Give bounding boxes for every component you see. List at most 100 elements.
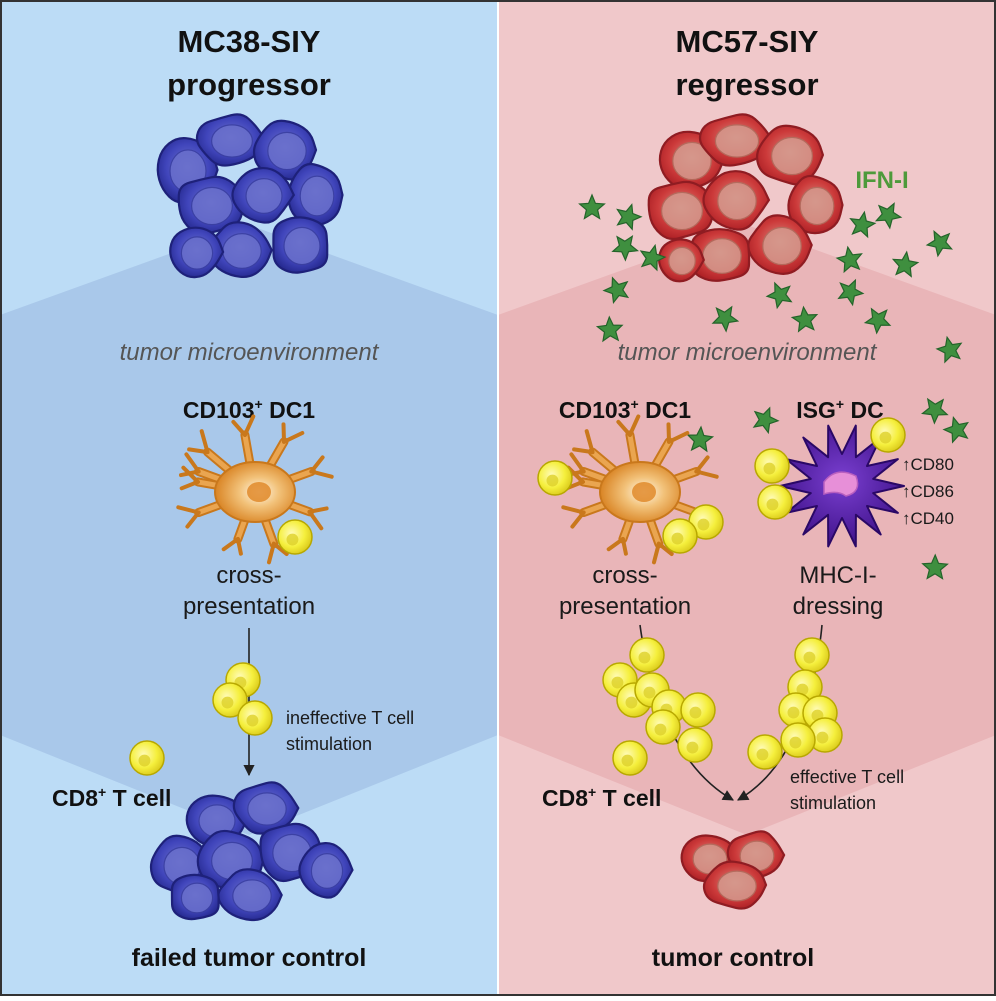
ifn-star-icon	[891, 250, 920, 278]
dc-branch	[242, 414, 256, 437]
dc-branch	[199, 429, 210, 455]
t-cell-nucleus	[766, 498, 779, 511]
cell-nucleus	[672, 141, 712, 181]
left-stim-line2: stimulation	[286, 734, 372, 754]
right-dressing-line2: dressing	[793, 593, 884, 620]
t-cell-nucleus	[787, 706, 800, 719]
dendritic-cell-right-icon	[561, 414, 719, 565]
cell-nucleus	[799, 186, 835, 226]
ifn-star-icon	[765, 281, 793, 310]
t-cell-nucleus	[697, 518, 710, 531]
left-title-line2: progressor	[167, 67, 331, 102]
t-cell-nucleus	[756, 748, 769, 761]
cell-nucleus	[668, 246, 696, 276]
dc-branch	[652, 541, 661, 565]
regressor-tumor-icon	[647, 113, 844, 283]
ifn-star-icon	[921, 553, 949, 580]
right-microenvironment-label: tumor microenvironment	[618, 339, 878, 366]
left-stim-line1: ineffective T cell	[286, 708, 414, 728]
cell-nucleus	[283, 226, 321, 266]
right-process-line2: presentation	[559, 593, 691, 620]
dc-branch	[694, 455, 710, 474]
dc-branch	[606, 537, 625, 552]
dc-branch	[584, 429, 595, 455]
dc-branch	[570, 510, 586, 529]
cell-nucleus	[267, 131, 307, 171]
dc-branch	[185, 510, 201, 529]
t-cell-nucleus	[621, 754, 634, 767]
dc-branch	[309, 455, 325, 474]
ifn-star-icon	[595, 315, 624, 343]
right-title-line1: MC57-SIY	[676, 24, 819, 59]
cell-nucleus	[762, 226, 802, 266]
dc-branch	[694, 469, 719, 479]
right-dressing-line1: MHC-I-	[799, 562, 876, 589]
dc-nucleus	[632, 482, 656, 502]
cell-nucleus	[717, 181, 757, 221]
ifn-label: IFN-I	[855, 167, 908, 194]
right-tcell-label: CD8+ T cell	[542, 784, 661, 811]
dc-branch	[561, 505, 586, 515]
dc-branch	[667, 431, 690, 444]
ifn-star-icon	[942, 415, 969, 444]
ifn-star-icon	[837, 278, 865, 307]
ifn-star-icon	[921, 397, 949, 425]
ifn-star-icon	[935, 335, 963, 364]
t-cell-nucleus	[138, 754, 151, 767]
dc-branch	[627, 414, 641, 437]
right-process-line1: cross-	[592, 562, 657, 589]
dc-branch	[666, 422, 671, 444]
right-stim-line1: effective T cell	[790, 767, 904, 787]
ifn-star-icon	[849, 210, 877, 239]
t-cell-nucleus	[625, 696, 638, 709]
left-panel-band	[0, 225, 498, 835]
dc-branch	[620, 537, 628, 556]
cell-nucleus	[180, 236, 214, 270]
dc-branch	[572, 447, 595, 455]
t-cell-nucleus	[763, 462, 776, 475]
left-tcell-label: CD8+ T cell	[52, 784, 171, 811]
t-cell-nucleus	[643, 686, 656, 699]
isg-dc-label: ISG+ DC	[796, 396, 883, 423]
left-process-line2: presentation	[183, 593, 315, 620]
left-process-line1: cross-	[216, 562, 281, 589]
left-t-cells	[129, 519, 313, 776]
t-cell-nucleus	[689, 706, 702, 719]
cell-nucleus	[714, 124, 760, 158]
ifn-star-icon	[874, 202, 903, 230]
right-outcome: tumor control	[652, 944, 815, 972]
right-panel-band	[498, 225, 996, 835]
dc-branch	[184, 452, 201, 474]
t-cell-nucleus	[803, 651, 816, 664]
ifn-stars	[578, 193, 969, 580]
dc-branch	[181, 465, 200, 484]
cell-nucleus	[247, 792, 287, 826]
ifn-star-icon	[752, 406, 780, 435]
dc-branch	[176, 505, 201, 515]
ifn-star-icon	[639, 243, 667, 272]
cell-nucleus	[245, 178, 283, 214]
ifn-star-icon	[925, 230, 953, 258]
cell-nucleus	[770, 136, 813, 176]
dc-branch	[187, 447, 210, 455]
t-cell-nucleus	[221, 696, 234, 709]
cell-nucleus	[717, 870, 757, 902]
ifn-star-icon	[578, 193, 606, 220]
regressor-tumor-bottom-icon	[680, 830, 786, 910]
right-stim-line2: stimulation	[790, 793, 876, 813]
cell-nucleus	[660, 191, 703, 231]
right-title-line2: regressor	[675, 67, 818, 102]
dc-branch	[616, 419, 632, 437]
dc-branch	[307, 506, 329, 514]
ifn-star-icon	[686, 425, 715, 453]
dc-branch	[231, 419, 247, 437]
ifn-star-icon	[616, 203, 643, 231]
dc-branch	[271, 541, 289, 556]
cell-nucleus	[702, 238, 742, 274]
ifn-star-icon	[790, 305, 819, 333]
ifn-star-icon	[835, 245, 863, 274]
t-cell-nucleus	[246, 714, 259, 727]
